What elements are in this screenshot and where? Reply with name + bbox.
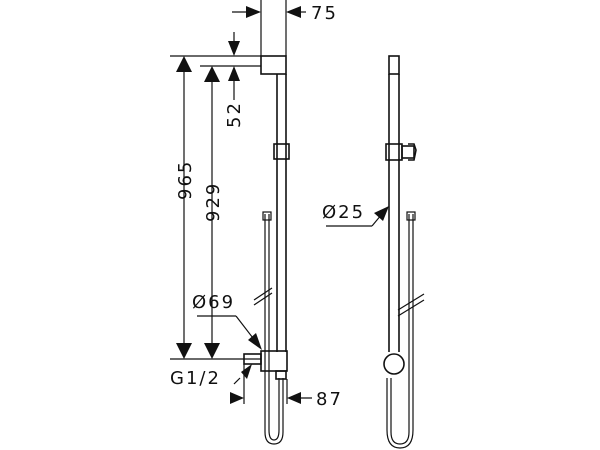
dimension-52: 52 xyxy=(170,32,261,128)
dimension-87-label: 87 xyxy=(316,389,343,410)
dimension-diameter-25-label: Ø25 xyxy=(322,202,365,223)
side-slider-handle xyxy=(401,145,415,159)
front-view xyxy=(243,55,290,445)
dimension-965: 965 xyxy=(170,56,261,360)
hose-head-front xyxy=(262,211,272,221)
side-slider-knob xyxy=(408,143,417,161)
dimension-52-label: 52 xyxy=(224,101,245,128)
dimension-diameter-69-label: Ø69 xyxy=(192,292,235,313)
side-top-cap xyxy=(388,55,400,75)
bottom-rail-cap xyxy=(275,370,287,380)
hose-head-side xyxy=(406,211,416,221)
dimension-929: 929 xyxy=(203,66,224,359)
side-view xyxy=(383,55,425,449)
hose-front xyxy=(264,214,284,445)
dimension-75: 75 xyxy=(232,0,338,56)
dimension-75-label: 75 xyxy=(311,3,338,24)
dimension-diameter-25: Ø25 xyxy=(322,202,389,227)
side-break-mark-1 xyxy=(397,293,425,311)
hose-side-inner xyxy=(386,214,414,449)
dimension-thread-label: G1/2 xyxy=(170,368,221,389)
dimension-diameter-69: Ø69 xyxy=(192,292,262,350)
hose-side xyxy=(390,214,410,445)
side-break-mark-2 xyxy=(397,299,425,317)
top-wall-bracket xyxy=(260,55,287,75)
break-mark-2 xyxy=(253,292,273,306)
dimension-929-label: 929 xyxy=(203,182,224,222)
dimension-965-label: 965 xyxy=(175,160,196,200)
break-mark-1 xyxy=(253,287,273,301)
dimension-thread: G1/2 xyxy=(170,364,252,389)
hose-front-inner xyxy=(268,214,280,441)
dimension-87: 87 xyxy=(230,364,343,410)
side-wall-connection xyxy=(383,353,405,375)
slider xyxy=(273,143,290,160)
